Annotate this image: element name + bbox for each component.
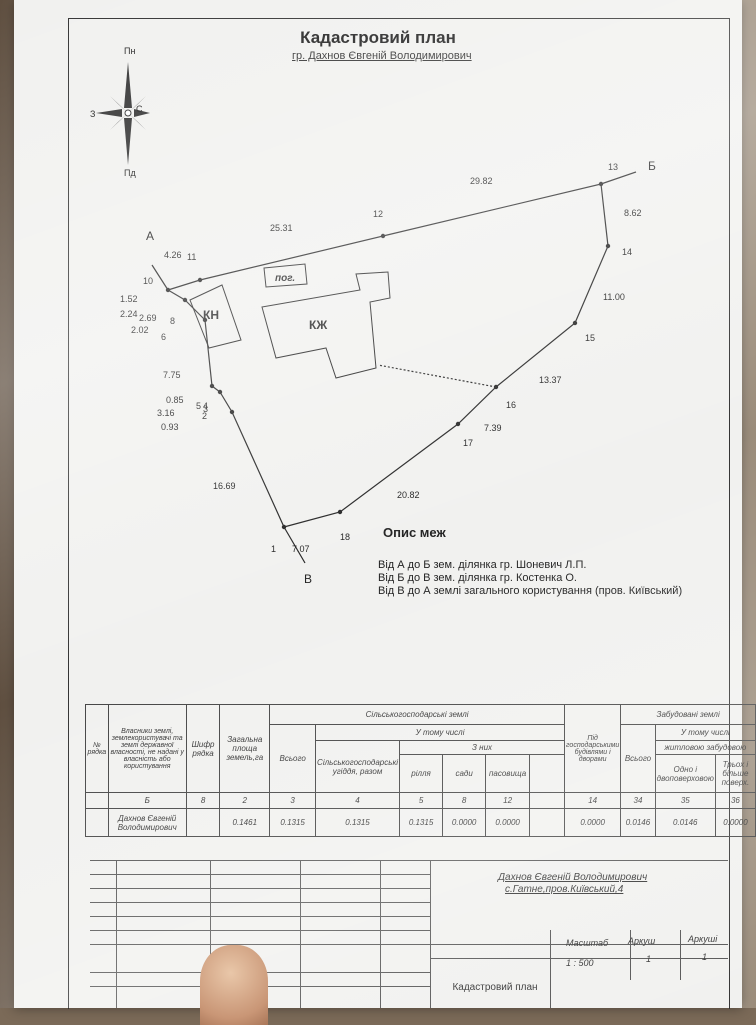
- building-kn-label: КН: [203, 308, 219, 322]
- h-built-incl: У тому числі: [654, 724, 756, 741]
- stamp-name: Дахнов Євгеній Володимирович: [498, 872, 648, 883]
- paper-sheet: [14, 0, 742, 1008]
- svg-text:3.16: 3.16: [157, 408, 175, 418]
- h-incl: У тому числі: [315, 724, 566, 741]
- svg-text:2.02: 2.02: [131, 325, 149, 335]
- h-code: Шифр рядка: [185, 704, 221, 793]
- compass-east: С: [136, 104, 143, 114]
- h-total: Загальна площа земель,га: [219, 704, 271, 793]
- h-of-them: З них: [398, 740, 566, 755]
- h-built-yards: Під господарськими будівлями і дворами: [564, 704, 622, 793]
- svg-text:25.31: 25.31: [270, 223, 293, 233]
- owner-name: гр. Дахнов Євгеній Володимирович: [292, 50, 472, 62]
- h-pasture: пасовища: [485, 754, 531, 793]
- sheet-label: Аркуш: [628, 936, 656, 946]
- svg-text:7.07: 7.07: [292, 544, 310, 554]
- svg-text:12: 12: [373, 209, 383, 219]
- parcel-vertices: [165, 181, 611, 530]
- svg-text:7.39: 7.39: [484, 423, 502, 433]
- title-block: Дахнов Євгеній Володимирович с.Гатне,про…: [90, 860, 728, 1008]
- svg-text:4.26: 4.26: [164, 250, 182, 260]
- sheets-label: Аркуші: [688, 934, 718, 944]
- h-three: Трьох і більше поверх.: [714, 754, 756, 793]
- buildings: [189, 263, 391, 379]
- svg-text:6: 6: [161, 332, 166, 342]
- stamp-doc-title: Кадастровий план: [452, 982, 538, 993]
- svg-text:1.52: 1.52: [120, 294, 138, 304]
- svg-text:10: 10: [143, 276, 153, 286]
- stamp-address: с.Гатне,пров.Київський,4: [505, 884, 624, 895]
- corner-v: В: [304, 572, 312, 586]
- building-pog: [263, 263, 308, 288]
- compass-west: З: [90, 109, 95, 119]
- svg-text:29.82: 29.82: [470, 176, 493, 186]
- sheets-value: 1: [702, 952, 708, 962]
- compass-south: Пд: [124, 168, 136, 178]
- h-one-two: Одно і двоповерховою: [654, 754, 716, 793]
- h-resid: житловою забудовою: [654, 740, 756, 755]
- svg-text:13.37: 13.37: [539, 375, 562, 385]
- sheet-value: 1: [646, 954, 652, 964]
- h-built-total: Всього: [620, 724, 656, 793]
- h-gardens: сади: [442, 754, 487, 793]
- building-kn: [189, 284, 242, 349]
- boundary-line-ab: Від А до Б зем. ділянка гр. Шоневич Л.П.: [378, 559, 587, 571]
- page-title: Кадастровий план: [300, 28, 456, 47]
- svg-text:2: 2: [202, 411, 207, 421]
- h-built: Забудовані землі: [620, 704, 756, 725]
- boundary-line-bv: Від Б до В зем. ділянка гр. Костенка О.: [378, 572, 577, 584]
- h-agri: Сільськогосподарські землі: [269, 704, 566, 725]
- svg-text:2.69: 2.69: [139, 313, 157, 323]
- scale-label: Масштаб: [566, 938, 609, 948]
- corner-b: Б: [648, 159, 656, 173]
- svg-text:7.75: 7.75: [163, 370, 181, 380]
- svg-text:14: 14: [622, 247, 632, 257]
- h-arable: рілля: [398, 754, 444, 793]
- h-rownum: № рядка: [85, 704, 109, 793]
- svg-text:8.62: 8.62: [624, 208, 642, 218]
- svg-text:20.82: 20.82: [397, 490, 420, 500]
- h-owner: Власники землі, землекористувачі та земл…: [107, 704, 187, 793]
- parcel-boundary: [151, 171, 637, 564]
- h-agri-land: Сільськогосподарські угіддя, разом: [315, 740, 400, 793]
- building-kzh-label: КЖ: [309, 318, 327, 332]
- svg-text:18: 18: [340, 532, 350, 542]
- h-agri-total: Всього: [269, 724, 317, 793]
- svg-text:15: 15: [585, 333, 595, 343]
- svg-text:0.85: 0.85: [166, 395, 184, 405]
- drawing-frame: [68, 18, 730, 1009]
- codes-row: Б 8 2 3 4 5 8 12 14 34 35 36: [85, 792, 756, 809]
- land-balance-table: № рядка Власники землі, землекористувачі…: [85, 704, 756, 837]
- compass-north: Пн: [124, 46, 135, 56]
- svg-text:5: 5: [196, 401, 201, 411]
- svg-text:8: 8: [170, 316, 175, 326]
- svg-text:0.93: 0.93: [161, 422, 179, 432]
- svg-text:4: 4: [203, 401, 208, 411]
- scale-value: 1 : 500: [566, 958, 594, 968]
- thumb: [200, 945, 268, 1025]
- point-numbers: 1 6 8 10 11 12 13 14 15 16 17 18 5 4 3 2: [143, 162, 632, 554]
- svg-text:13: 13: [608, 162, 618, 172]
- svg-text:16: 16: [506, 400, 516, 410]
- svg-text:2.24: 2.24: [120, 309, 138, 319]
- svg-text:17: 17: [463, 438, 473, 448]
- compass-rose-icon: Пн Пд З С: [90, 46, 150, 178]
- svg-text:3: 3: [203, 404, 208, 414]
- owner-row: Дахнов Євгеній Володимирович 0.1461 0.13…: [85, 808, 756, 837]
- building-kzh: [261, 271, 391, 379]
- corner-a: А: [146, 229, 154, 243]
- distance-labels: 29.82 25.31 8.62 11.00 13.37 7.39 20.82 …: [120, 176, 642, 554]
- building-pog-label: пог.: [275, 273, 295, 284]
- svg-text:11.00: 11.00: [603, 292, 625, 302]
- svg-text:1: 1: [271, 544, 276, 554]
- boundary-title: Опис меж: [383, 525, 446, 540]
- svg-text:16.69: 16.69: [213, 481, 236, 491]
- boundary-line-va: Від В до А землі загального користування…: [378, 585, 683, 597]
- svg-text:11: 11: [187, 252, 196, 262]
